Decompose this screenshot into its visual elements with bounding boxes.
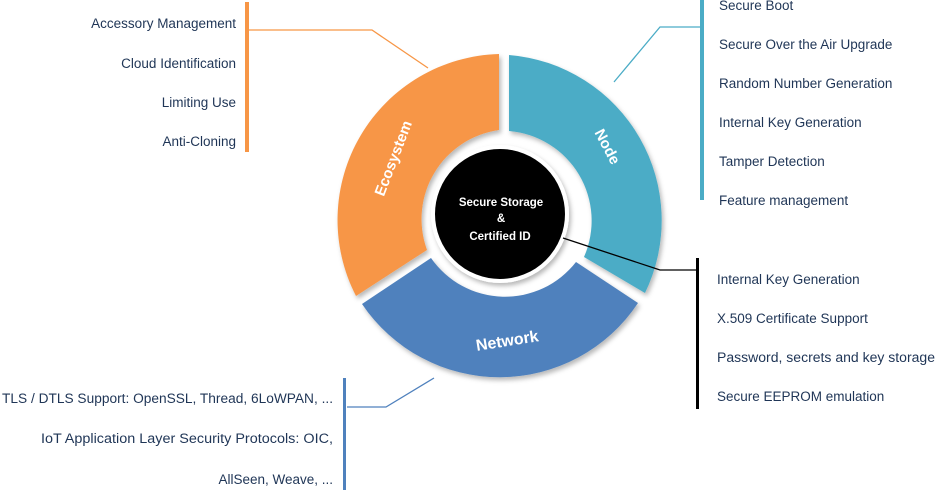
network-bracket	[343, 378, 346, 490]
ecosystem-segment	[337, 54, 499, 296]
network-segment	[362, 258, 638, 378]
network-item: AllSeen, Weave, ...	[218, 472, 333, 487]
network-connector	[347, 377, 435, 408]
center-connector	[562, 237, 698, 271]
center-label-line-2: &	[497, 213, 505, 225]
node-item: Random Number Generation	[719, 76, 892, 91]
center-circle	[431, 145, 569, 283]
node-item: Internal Key Generation	[719, 115, 862, 130]
ecosystem-item: Accessory Management	[91, 16, 236, 31]
node-bracket	[700, 0, 704, 200]
network-item: TLS / DTLS Support: OpenSSL, Thread, 6Lo…	[2, 391, 333, 406]
center-label-line-3: Certified ID	[469, 231, 530, 243]
storage-item: X.509 Certificate Support	[717, 311, 868, 326]
node-segment	[509, 55, 662, 293]
node-item: Secure Over the Air Upgrade	[719, 37, 892, 52]
storage-item: Internal Key Generation	[717, 272, 860, 287]
ecosystem-item: Cloud Identification	[121, 56, 236, 71]
center-label-line-1: Secure Storage	[459, 197, 543, 209]
ecosystem-item: Anti-Cloning	[162, 134, 236, 149]
storage-item: Secure EEPROM emulation	[717, 389, 884, 404]
node-item: Secure Boot	[719, 0, 794, 13]
network-item: IoT Application Layer Security Protocols…	[41, 431, 333, 446]
node-item: Feature management	[719, 193, 848, 208]
node-connector	[613, 26, 702, 83]
storage-item: Password, secrets and key storage	[717, 350, 935, 365]
ecosystem-item: Limiting Use	[162, 95, 236, 110]
ecosystem-bracket	[245, 2, 249, 152]
center-bracket	[696, 258, 699, 409]
node-item: Tamper Detection	[719, 154, 825, 169]
ecosystem-connector	[248, 29, 429, 69]
